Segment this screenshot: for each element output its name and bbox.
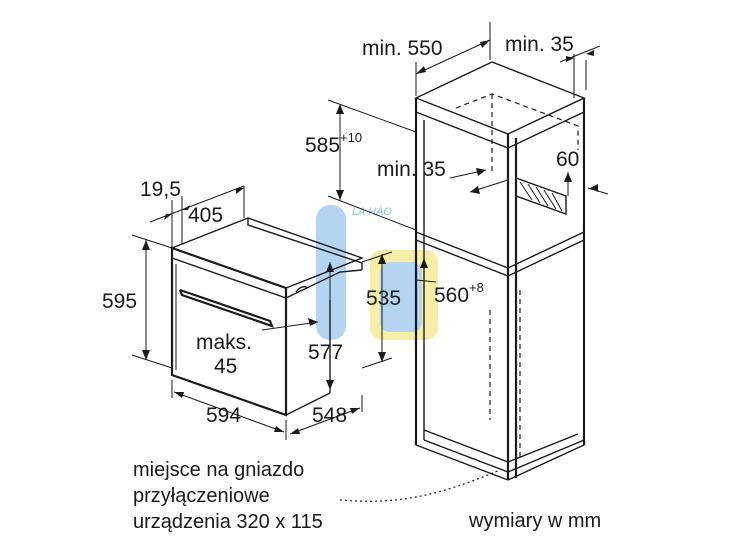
cabinet-dimensions: min. 550 min. 35 585+10 min. 35 60	[305, 22, 609, 440]
oven-dimensions: 19,5 405 595 maks. 45 577 535 594	[102, 178, 401, 440]
vent-hatch	[519, 181, 563, 212]
dim-niche-height: 585+10	[305, 130, 362, 157]
dim-width: 594	[206, 404, 241, 427]
dim-front-height: 577	[308, 341, 343, 364]
socket-leader-line	[339, 469, 501, 502]
notes: miejsce na gniazdo przyłączeniowe urządz…	[133, 459, 601, 533]
dim-max-value: 45	[214, 355, 237, 378]
dim-vent-depth: min. 35	[377, 158, 446, 181]
watermark-logo: LA HÀO	[316, 205, 438, 340]
cabinet-drawing	[414, 61, 586, 481]
socket-note-line3: urządzenia 320 x 115	[133, 511, 323, 533]
dim-vent-height: 60	[556, 148, 579, 171]
dim-max-label: maks.	[196, 331, 252, 354]
dim-inner-height: 535	[366, 287, 401, 310]
dim-depth: 405	[188, 204, 223, 227]
dim-niche-depth-gap: min. 35	[505, 33, 574, 56]
watermark-text: LA HÀO	[352, 205, 392, 218]
socket-note-line1: miejsce na gniazdo	[133, 459, 304, 481]
dim-height: 595	[102, 290, 137, 313]
dim-depth-offset: 19,5	[140, 178, 181, 201]
units-note: wymiary w mm	[468, 510, 601, 532]
dim-depth-total: 548	[312, 404, 347, 427]
socket-note-line2: przyłączeniowe	[133, 485, 270, 507]
dim-niche-width: min. 550	[362, 37, 443, 60]
dim-niche-inner: 560+8	[434, 280, 484, 307]
